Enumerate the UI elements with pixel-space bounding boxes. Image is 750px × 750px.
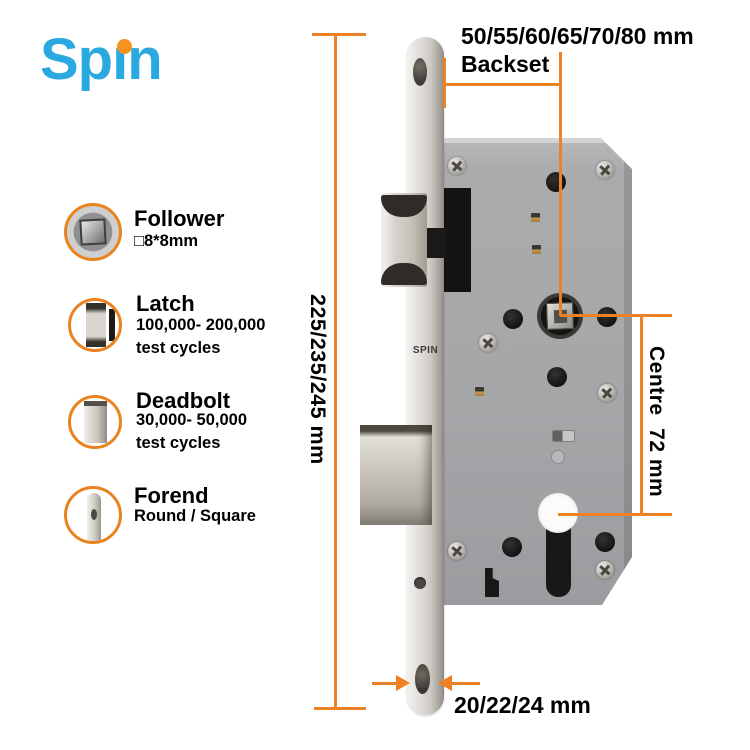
screw-icon [448,542,466,560]
deadbolt-icon [68,395,122,449]
logo-text-before-i: Sp [40,27,113,92]
forend-icon-strip [86,493,101,541]
body-hole [502,537,522,557]
arrow-right-icon [396,675,410,691]
pivot-circle [551,450,565,464]
forend-faceplate [407,37,444,715]
height-dimension-bottom-tick [314,707,366,710]
body-hole [597,307,617,327]
screw-icon [479,334,497,352]
faceplate-screw-hole-bottom [415,664,430,694]
lock-body [443,138,632,605]
body-hole [595,532,615,552]
latch-icon [68,298,122,352]
faceplate-brand-text: SPIN [412,345,439,356]
faceplate-hole-middle [414,577,426,589]
feature-detail: test cycles [136,339,221,357]
centre-vertical-line [640,314,643,516]
feature-detail: 30,000- 50,000 [136,411,248,429]
latch-tail [424,228,446,258]
backset-horizontal-line [443,83,561,86]
screw-icon [596,161,614,179]
width-arrow-right-line [372,682,398,685]
centre-bottom-line [558,513,672,516]
latch-icon-shadow [109,308,115,342]
screw-icon [598,384,616,402]
deadbolt-icon-bolt [84,400,107,444]
forend-icon-hole [90,508,97,520]
feature-title: Deadbolt [136,388,231,413]
body-hole [547,367,567,387]
feature-title: Forend [134,483,209,508]
height-dimension-line [334,33,337,710]
follower-icon [64,203,122,261]
height-dimension-top-tick [312,33,366,36]
feature-title: Follower [134,206,225,231]
backset-vertical-line [559,52,562,316]
body-right-edge-shade [624,138,632,605]
logo-text-dotless-i: ı [112,27,128,92]
width-arrow-left-line [452,682,480,685]
key-notch-cutout [485,568,499,597]
deadbolt-bolt [360,425,432,525]
body-hole [546,172,566,192]
lever-slider [552,430,575,442]
brass-pin [532,245,541,254]
feature-detail: 100,000- 200,000 [136,316,266,334]
follower-square-hub [79,218,107,246]
body-top-highlight [443,138,632,143]
height-dimension-label: 225/235/245 mm [306,294,330,465]
feature-detail: Round / Square [134,507,256,525]
forend-icon [64,486,122,544]
screw-icon [448,157,466,175]
logo-text-after-i: n [127,27,162,92]
backset-dimension-label: 50/55/60/65/70/80 mm Backset [461,22,694,78]
feature-detail: test cycles [136,434,221,452]
logo-dot-icon [117,39,132,54]
latch-bolt [381,193,427,287]
screw-icon [596,561,614,579]
latch-housing [444,188,471,292]
backset-values: 50/55/60/65/70/80 mm [461,23,694,49]
width-dimension-label: 20/22/24 mm [454,692,591,718]
feature-title: Latch [136,291,195,316]
body-hole [503,309,523,329]
arrow-left-icon [438,675,452,691]
brass-pin [531,213,540,222]
brass-pin [475,387,484,396]
feature-detail: □8*8mm [134,232,199,250]
centre-top-line [560,314,672,317]
brand-logo: Spın [40,26,163,93]
backset-caption: Backset [461,51,550,77]
faceplate-screw-hole-top [413,58,427,86]
latch-icon-bolt [86,302,106,348]
centre-dimension-label: Centre 72 mm [645,346,668,498]
